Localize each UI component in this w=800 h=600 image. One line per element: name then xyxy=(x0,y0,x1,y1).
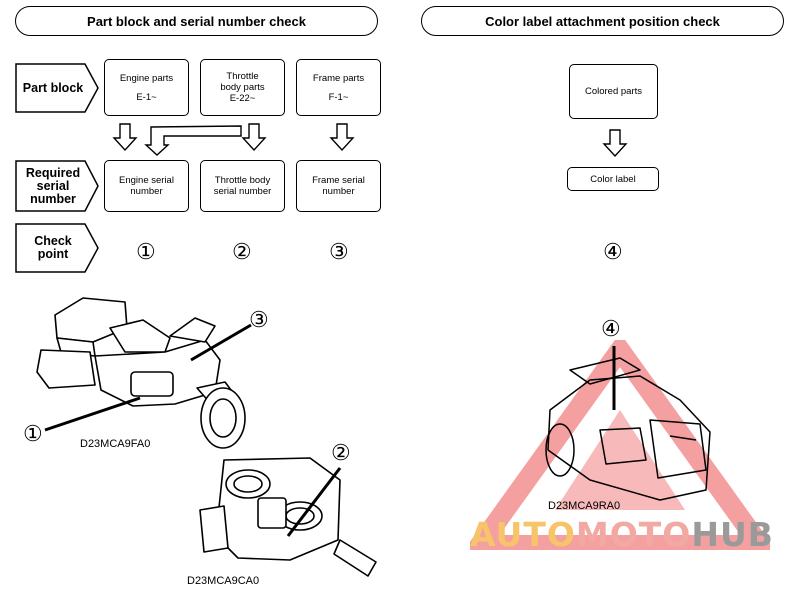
pentagon-shape xyxy=(15,223,99,273)
part-block-engine-code: E-1~ xyxy=(136,91,157,103)
part-block-frame-name: Frame parts xyxy=(312,72,365,84)
watermark-auto: AUTO xyxy=(470,515,576,554)
serial-throttle: Throttle body serial number xyxy=(200,160,285,212)
throttle-body-illustration xyxy=(199,457,377,577)
check-point-3: ③ xyxy=(329,239,349,264)
check-point-line-2: point xyxy=(37,247,69,261)
rear-motorcycle-illustration xyxy=(545,346,711,501)
callout-2: ② xyxy=(331,440,351,465)
callout-line-2 xyxy=(286,467,342,537)
required-serial-label: Required serial number xyxy=(25,165,88,206)
callout-1: ① xyxy=(23,421,43,446)
callout-3: ③ xyxy=(249,307,269,332)
arrow-frame-down xyxy=(329,123,355,152)
motorcycle-code: D23MCA9FA0 xyxy=(80,438,151,450)
check-point-1: ① xyxy=(136,239,156,264)
check-point-label: Check point xyxy=(34,235,80,261)
watermark-moto: MOTO xyxy=(575,515,692,554)
color-label-text: Color label xyxy=(590,173,636,185)
required-serial-line-2: serial xyxy=(36,178,70,193)
colored-parts-text: Colored parts xyxy=(584,86,643,97)
check-point-4: ④ xyxy=(603,239,623,264)
arrow-throttle-down xyxy=(241,123,267,152)
row-label-check-point: Check point xyxy=(15,223,99,273)
part-block-frame: Frame parts F-1~ xyxy=(296,59,381,116)
part-block-throttle-code: E-22~ xyxy=(229,93,256,104)
left-panel-title: Part block and serial number check xyxy=(15,6,378,36)
arrow-colored-to-label xyxy=(602,129,628,158)
serial-engine-text: Engine serial number xyxy=(119,175,174,197)
serial-frame-text: Frame serial number xyxy=(312,175,365,197)
part-block-engine: Engine parts E-1~ xyxy=(104,59,189,116)
check-point-2: ② xyxy=(232,239,252,264)
serial-frame: Frame serial number xyxy=(296,160,381,212)
part-block-frame-code: F-1~ xyxy=(328,91,349,103)
part-block-engine-name: Engine parts xyxy=(119,72,174,84)
arrow-engine-down xyxy=(112,123,138,152)
check-point-line-1: Check xyxy=(34,234,72,248)
watermark-logo-text: AUTOMOTOHUB xyxy=(470,515,774,554)
part-block-label: Part block xyxy=(22,80,84,95)
required-serial-line-3: number xyxy=(30,191,76,206)
motorcycle-illustration xyxy=(36,297,252,449)
serial-engine: Engine serial number xyxy=(104,160,189,212)
serial-throttle-text: Throttle body serial number xyxy=(213,175,272,197)
callout-line-1 xyxy=(44,396,141,432)
required-serial-line-1: Required xyxy=(25,165,81,180)
row-label-required-serial: Required serial number xyxy=(15,160,99,212)
callout-line-3 xyxy=(190,323,252,362)
color-label-box: Color label xyxy=(567,167,659,191)
right-panel-title: Color label attachment position check xyxy=(421,6,784,36)
flow-arrows xyxy=(112,123,355,156)
callout-4: ④ xyxy=(601,316,621,341)
pentagon-shape xyxy=(15,160,99,212)
part-block-throttle-name: Throttle body parts xyxy=(220,71,265,93)
part-block-throttle: Throttle body parts E-22~ xyxy=(200,59,285,116)
watermark-triangle xyxy=(470,340,770,550)
rear-code: D23MCA9RA0 xyxy=(548,500,621,512)
pentagon-shape xyxy=(15,63,99,113)
colored-parts-box: Colored parts xyxy=(569,64,658,119)
row-label-part-block: Part block xyxy=(15,63,99,113)
watermark-hub: HUB xyxy=(691,515,774,554)
arrow-throttle-to-engine-path xyxy=(144,125,242,156)
throttle-code: D23MCA9CA0 xyxy=(187,575,260,587)
